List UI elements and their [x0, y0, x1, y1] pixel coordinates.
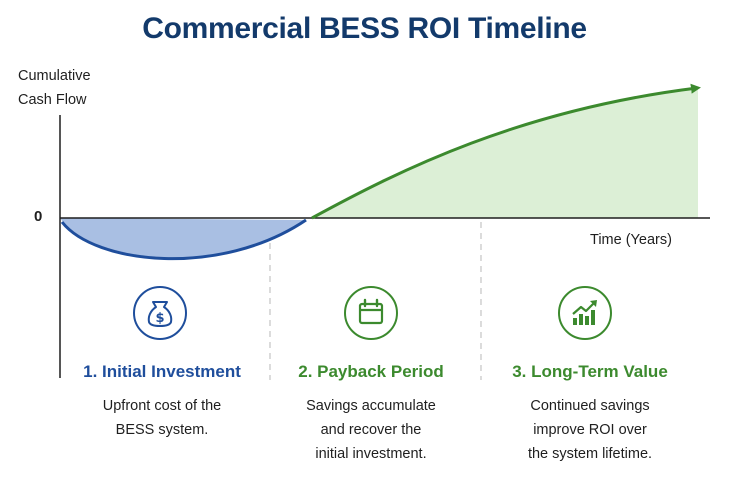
growth-chart-icon — [557, 285, 613, 341]
phase-3-desc-line: the system lifetime. — [527, 446, 653, 462]
phase-2-title: 2. Payback Period — [298, 362, 444, 381]
zero-label: 0 — [34, 208, 43, 225]
y-axis-label-line2: Cash Flow — [18, 92, 87, 108]
page-title: Commercial BESS ROI Timeline — [142, 12, 587, 45]
phase-2-desc-line: and recover the — [320, 422, 422, 438]
x-axis-label: Time (Years) — [590, 232, 672, 248]
initial-investment-area — [60, 218, 306, 258]
phase-2-desc-line: Savings accumulate — [306, 398, 436, 414]
phase-3-title: 3. Long-Term Value — [512, 362, 668, 381]
phase-2-desc-line: initial investment. — [315, 446, 427, 462]
phase-3-desc-line: Continued savings — [530, 398, 650, 414]
phase-2-description: Savings accumulate and recover the initi… — [271, 394, 471, 466]
growth-curve — [311, 83, 701, 220]
calendar-icon — [343, 285, 399, 341]
svg-text:$: $ — [155, 311, 164, 326]
phase-3-description: Continued savings improve ROI over the s… — [490, 394, 690, 466]
phase-1-title: 1. Initial Investment — [83, 362, 241, 381]
y-axis-label: Cumulative Cash Flow — [18, 64, 138, 112]
y-axis-label-line1: Cumulative — [18, 68, 91, 84]
phase-1-desc-line: Upfront cost of the — [102, 398, 222, 414]
money-bag-icon: $ — [132, 285, 188, 341]
long-term-value-area — [312, 88, 698, 218]
phase-1-description: Upfront cost of the BESS system. — [62, 394, 262, 442]
phase-1-desc-line: BESS system. — [115, 422, 209, 438]
investment-curve — [60, 218, 307, 261]
phase-3-desc-line: improve ROI over — [533, 422, 647, 438]
